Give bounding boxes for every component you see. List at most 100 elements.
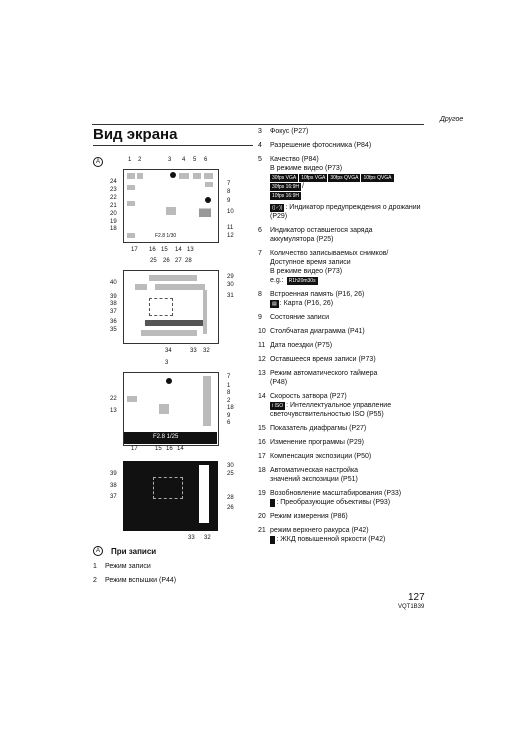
item-line: Компенсация экспозиции (P50)	[270, 453, 372, 460]
self-timer-icon	[166, 207, 176, 215]
screen-diagram-3: 3 22 13 7 1 8 2 18 9 6 17 15 16 14 F2.8 …	[93, 360, 253, 455]
item-number: 3	[258, 128, 262, 135]
item-line: Оставшееся время записи (P73)	[270, 356, 376, 363]
top-left-icon	[135, 284, 147, 290]
lcd-icon	[270, 536, 276, 544]
callout: 16	[149, 247, 156, 253]
info-bar-icon	[149, 275, 197, 281]
item-line: В режиме видео (P73)	[270, 165, 343, 172]
item-number: 5	[258, 156, 262, 163]
section-header: Другое	[440, 116, 464, 123]
callout: 9	[227, 413, 231, 419]
callout: 18	[227, 405, 234, 411]
callout: 3	[168, 157, 172, 163]
item-line: Качество (P84)	[270, 156, 319, 163]
list-item: 2 Режим вспышки (P44)	[93, 576, 253, 585]
item-number: 6	[258, 227, 262, 234]
callout: 32	[204, 535, 211, 541]
iso-note: i ISO: Интеллектуальное управление свето…	[270, 401, 423, 419]
item-number: 2	[93, 577, 97, 584]
item-line: (P48)	[270, 379, 288, 386]
record-dot-icon	[205, 197, 211, 203]
callout: 6	[227, 420, 231, 426]
callout: 40	[110, 280, 117, 286]
record-mode-icon	[127, 173, 135, 179]
callout: 8	[227, 189, 231, 195]
quality-badge: 10fps 16:9H	[270, 192, 301, 200]
header-rule	[92, 124, 424, 125]
item-number: 10	[258, 328, 266, 335]
item-text: Возобновление масштабирования (P33) : Пр…	[270, 489, 423, 507]
callout: 14	[175, 247, 182, 253]
item-line: Количество записываемых снимков/	[270, 250, 389, 257]
af-area-icon	[149, 298, 173, 316]
callout: 37	[110, 309, 117, 315]
focus-dot-icon	[170, 172, 176, 178]
item-text: Изменение программы (P29)	[270, 438, 423, 447]
item-number: 17	[258, 453, 266, 460]
callout: 13	[187, 247, 194, 253]
callout: 2	[227, 398, 231, 404]
item-line: Дата поездки (P75)	[270, 342, 333, 349]
item-number: 8	[258, 291, 262, 298]
marker-a: A	[93, 546, 103, 556]
item-line: Доступное время записи	[270, 259, 351, 266]
iso-icon: i ISO	[270, 402, 286, 410]
drive-icon	[127, 396, 137, 402]
list-item: 15 Показатель диафрагмы (P27)	[258, 424, 423, 433]
item-text: Столбчатая диаграмма (P41)	[270, 327, 423, 336]
item-text: Режим вспышки (P44)	[105, 577, 177, 584]
shake-warning-icon: ((♂))	[270, 204, 285, 212]
item-line: Показатель диафрагмы (P27)	[270, 425, 367, 432]
zoom-note: : Преобразующие объективы (P93)	[270, 498, 423, 507]
callout: 22	[110, 396, 117, 402]
item-text: Дата поездки (P75)	[270, 341, 423, 350]
item-number: 15	[258, 425, 266, 432]
item-text: Режим записи	[105, 563, 151, 570]
item-number: 1	[93, 563, 97, 570]
note-text: : Индикатор предупреждения о дрожании (P…	[270, 204, 421, 220]
callout: 28	[227, 495, 234, 501]
callout: 35	[110, 327, 117, 333]
callout: 12	[227, 233, 234, 239]
quality-badge: 10fps QVGA	[361, 174, 394, 182]
warning-note: ((♂)): Индикатор предупреждения о дрожан…	[270, 203, 423, 221]
item-line: режим верхнего ракурса (P42)	[270, 527, 369, 534]
note-text: : Преобразующие объективы (P93)	[276, 499, 391, 506]
item-line: Режим автоматического таймера	[270, 370, 378, 377]
item-number: 20	[258, 513, 266, 520]
heading-text: При записи	[111, 546, 157, 556]
callout: 29	[227, 274, 234, 280]
callout: 8	[227, 390, 231, 396]
callout: 14	[177, 446, 184, 452]
page-title: Вид экрана	[93, 126, 178, 143]
example-badge: R1h20m30s	[286, 277, 318, 285]
callout: 37	[110, 494, 117, 500]
note-text: : ЖКД повышенной яркости (P42)	[276, 536, 386, 543]
focus-dot-icon	[166, 378, 172, 384]
item-number: 21	[258, 527, 266, 534]
item-text: Скорость затвора (P27)i ISO: Интеллектуа…	[270, 392, 423, 419]
callout: 19	[110, 219, 117, 225]
item-text: Режим измерения (P86)	[270, 512, 423, 521]
badge-row: 10fps 16:9H	[270, 191, 423, 200]
callout: 15	[161, 247, 168, 253]
item-number: 7	[258, 250, 262, 257]
note-text: : Интеллектуальное управление светочувст…	[270, 402, 392, 418]
item-number: 14	[258, 393, 266, 400]
item-line: Состояние записи	[270, 314, 330, 321]
callout: 6	[204, 157, 208, 163]
callout: 25	[227, 471, 234, 477]
item-line: Разрешение фотоснимка (P84)	[270, 142, 372, 149]
card-note: ▤: Карта (P16, 26)	[270, 299, 423, 308]
callout: 16	[166, 446, 173, 452]
title-rule	[93, 145, 253, 146]
progress-bar	[145, 320, 205, 326]
quality-icon	[193, 173, 201, 179]
metering-icon	[127, 185, 135, 190]
callout: 28	[185, 258, 192, 264]
